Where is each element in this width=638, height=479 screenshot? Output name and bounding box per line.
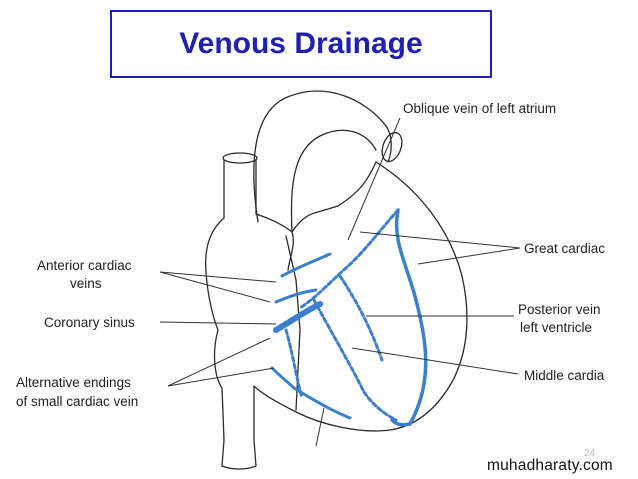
label-coronary-sinus: Coronary sinus [44,315,135,330]
label-oblique-vein: Oblique vein of left atrium [403,101,556,116]
label-alternative-line2: of small cardiac vein [16,394,138,409]
label-anterior-cardiac-line2: veins [70,276,102,291]
leader-great-2 [417,247,521,265]
aorta-opening [381,131,403,163]
leader-anterior-1 [159,271,277,283]
anterior-cardiac-vein-2 [274,288,318,304]
veins [270,208,428,427]
leader-coronary-sinus [159,321,277,325]
label-posterior-vein-line1: Posterior vein [518,302,601,317]
great-cardiac-dashed [298,208,400,310]
leader-great-1 [359,231,521,249]
watermark: muhadharaty.com [487,457,613,474]
leader-oblique [347,117,401,241]
label-posterior-vein-line2: left ventricle [520,320,592,335]
left-border [337,161,377,207]
heart-apex-outline [253,161,468,441]
anterior-cardiac-vein-1 [280,252,332,278]
small-cardiac-vein [270,366,352,420]
leader-alternative-1 [167,337,271,387]
inferior-vena-cava [221,439,257,467]
superior-vena-cava [223,159,257,219]
aortic-arch-inner [290,129,377,233]
atrial-line [285,235,301,411]
title-box: Venous Drainage [110,10,492,78]
posterior-lv-dashed [338,274,384,362]
slide-title: Venous Drainage [179,27,423,60]
aortic-arch [253,90,392,223]
ivc-base [221,465,257,470]
leader-lines [159,117,521,447]
pulmonary-trunk [291,205,339,233]
svc-opening [222,152,258,164]
label-alternative-line1: Alternative endings [16,375,131,390]
leader-middle-cardiac [351,347,519,375]
slide-number: 24 [584,448,596,459]
great-cardiac-vein [390,208,428,427]
middle-cardiac-dashed [312,298,398,422]
label-anterior-cardiac-line1: Anterior cardiac [37,258,132,273]
label-great-cardiac: Great cardiac [524,241,605,256]
right-atrium [204,217,225,441]
leader-alternative-2 [167,367,275,387]
label-middle-cardiac: Middle cardia [524,368,605,383]
leader-anterior-2 [159,271,271,303]
leader-bottom [315,407,325,447]
